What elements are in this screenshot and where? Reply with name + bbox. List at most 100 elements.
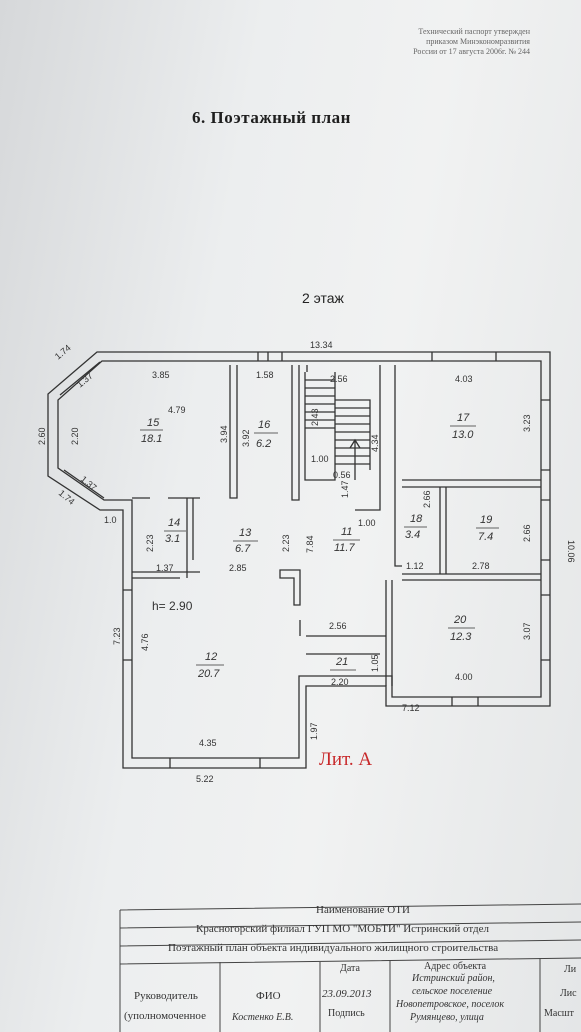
window <box>169 758 261 768</box>
ceiling-height: h= 2.90 <box>152 599 193 613</box>
room-number: 14 <box>168 517 180 529</box>
partition <box>385 580 393 686</box>
window <box>123 589 132 661</box>
window <box>451 697 479 706</box>
partition <box>394 365 402 567</box>
dim-label: 7.12 <box>402 703 420 713</box>
dim-label: 1.12 <box>406 561 424 571</box>
dim-label: 0.56 <box>333 470 351 480</box>
dim-label: 3.07 <box>522 622 532 640</box>
dim-label: 2.66 <box>422 490 432 508</box>
approval-line: Технический паспорт утвержден <box>418 27 530 36</box>
room-area: 3.4 <box>405 529 420 541</box>
approval-note: Технический паспорт утвержден приказом М… <box>330 27 530 57</box>
floor-label: 2 этаж <box>302 290 344 306</box>
dim-label: 1.0 <box>104 515 117 525</box>
stamp-role: Руководитель <box>134 990 198 1002</box>
stamp-address-line: Румянцево, улица <box>410 1012 484 1023</box>
partition <box>402 573 541 581</box>
dim-label: 1.37 <box>75 371 95 390</box>
dim-label: 2.20 <box>331 677 349 687</box>
stamp-role: (уполномоченное <box>124 1010 206 1022</box>
stamp-date-value: 23.09.2013 <box>322 988 372 1000</box>
dim-label: 1.00 <box>311 454 329 464</box>
lit-label: Лит. А <box>319 749 373 770</box>
dim-label: 4.00 <box>455 672 473 682</box>
dim-label: 4.76 <box>140 633 150 651</box>
room-number: 20 <box>453 614 467 626</box>
dim-label: 1.37 <box>156 563 174 573</box>
dim-label: 2.60 <box>37 427 47 445</box>
stub-wall <box>279 569 301 606</box>
dim-label: 3.94 <box>219 425 229 443</box>
room-number: 16 <box>258 419 271 431</box>
room-area: 7.4 <box>478 531 493 543</box>
dim-label: 2.66 <box>522 524 532 542</box>
plan-walls <box>47 351 551 769</box>
dim-label: 2.85 <box>229 563 247 573</box>
room-area: 13.0 <box>452 429 474 441</box>
room-area: 20.7 <box>197 668 220 680</box>
dim-label: 2.23 <box>145 534 155 552</box>
room-number: 18 <box>410 513 423 525</box>
dim-label: 1.58 <box>256 370 274 380</box>
room-area: 6.7 <box>235 543 251 555</box>
title-block-grid <box>119 903 581 1032</box>
room-number: 17 <box>457 412 470 424</box>
approval-line: России от 17 августа 2006г. № 244 <box>413 47 530 56</box>
dim-label: 3.85 <box>152 370 170 380</box>
stamp-col-fio: ФИО <box>256 990 281 1002</box>
dim-label: 1.97 <box>309 722 319 740</box>
stamp-address-line: сельское поселение <box>412 986 493 997</box>
room-area: 18.1 <box>141 433 162 445</box>
stair-outline <box>306 365 381 511</box>
dim-label: 1.74 <box>57 488 77 507</box>
dim-label: 2.23 <box>281 534 291 552</box>
stamp-fio-value: Костенко Е.В. <box>232 1012 294 1023</box>
dim-label: 10.06 <box>566 540 576 563</box>
stamp-org: Красногорский филиал ГУП МО "МОБТИ" Истр… <box>196 923 489 935</box>
outer-wall-inner <box>57 360 542 759</box>
dim-label: 1.74 <box>53 343 73 362</box>
stamp-address-line: Новопетровское, поселок <box>396 999 504 1010</box>
window <box>541 594 550 661</box>
bay-wall <box>59 361 105 499</box>
stamp-col-list: Лис <box>560 988 577 999</box>
dim-label: 2.56 <box>329 621 347 631</box>
dim-label: 2.43 <box>310 408 320 426</box>
room-labels: 15 18.1 16 6.2 17 13.0 14 3.1 13 6.7 11 … <box>140 412 499 680</box>
dim-label: 1.00 <box>358 518 376 528</box>
stamp-header: Наименование ОТИ <box>316 904 410 916</box>
dim-label: 1.47 <box>340 480 350 498</box>
room-area: 11.7 <box>334 542 355 554</box>
dim-label: 4.03 <box>455 374 473 384</box>
room-number: 21 <box>335 656 348 668</box>
room-area: 12.3 <box>450 631 472 643</box>
room-number: 19 <box>480 514 492 526</box>
stamp-col-address: Адрес объекта <box>424 961 487 972</box>
approval-line: приказом Минэкономразвития <box>426 37 530 46</box>
room-area: 3.1 <box>165 533 180 545</box>
window <box>541 399 550 471</box>
dim-label: 2.78 <box>472 561 490 571</box>
partition <box>132 571 200 579</box>
stamp-col-li: Ли <box>564 964 577 975</box>
dim-label: 4.35 <box>199 738 217 748</box>
dim-label: 3.23 <box>522 414 532 432</box>
dim-label: 3.92 <box>241 429 251 447</box>
window <box>431 352 497 361</box>
outer-wall <box>47 351 551 769</box>
partition <box>439 487 447 574</box>
room-number: 12 <box>205 651 217 663</box>
stamp-col-date: Дата <box>340 963 360 974</box>
stair-treads <box>305 379 370 465</box>
stair-arrow <box>349 438 361 480</box>
stamp-col-scale: Масшт <box>544 1008 574 1019</box>
room-number: 13 <box>239 527 252 539</box>
dim-label: 2.56 <box>330 374 348 384</box>
document-title: 6. Поэтажный план <box>192 108 351 127</box>
dim-label: 5.22 <box>196 774 214 784</box>
partition <box>186 498 194 578</box>
